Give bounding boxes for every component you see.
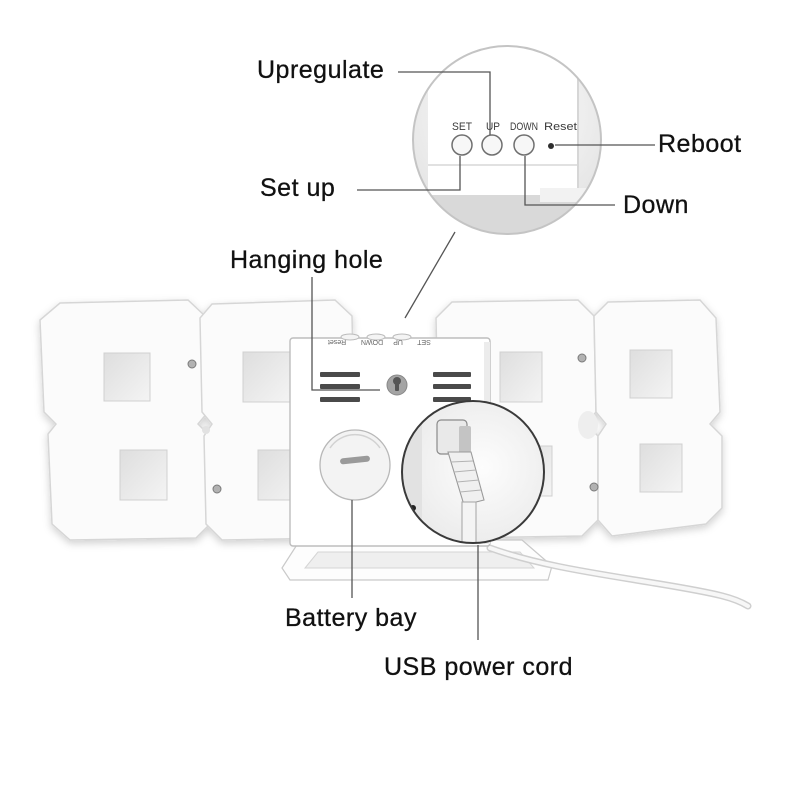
label-upregulate: Upregulate bbox=[257, 56, 385, 84]
digit-4 bbox=[593, 299, 723, 537]
vent-slot bbox=[433, 384, 471, 389]
screw bbox=[212, 484, 222, 494]
digit-window bbox=[639, 443, 683, 493]
digit-window bbox=[103, 352, 151, 402]
vent-slots bbox=[320, 372, 471, 402]
leader-lines bbox=[311, 71, 655, 640]
set-button bbox=[451, 134, 473, 156]
leader-line-hanging-hole bbox=[311, 277, 380, 391]
digit-window bbox=[242, 351, 292, 403]
leader-line-down bbox=[524, 156, 615, 206]
stand bbox=[281, 539, 553, 581]
zoom-label-reset: Reset bbox=[544, 121, 577, 133]
vent-slot bbox=[320, 384, 360, 389]
screw bbox=[187, 359, 197, 369]
leader-line-zoom-connector bbox=[404, 231, 456, 319]
vent-slot bbox=[320, 372, 360, 377]
top-button-bump bbox=[392, 333, 412, 341]
zoom-label-up: UP bbox=[486, 121, 500, 133]
digit-window bbox=[119, 449, 168, 501]
usb-plug bbox=[436, 419, 485, 543]
screw bbox=[589, 482, 599, 492]
print-set: SET bbox=[416, 338, 430, 345]
vent-slot bbox=[320, 397, 360, 402]
label-down: Down bbox=[623, 191, 689, 219]
zoom-circle-usb bbox=[401, 400, 545, 544]
leader-line-set-up bbox=[357, 156, 461, 191]
print-down: DOWN bbox=[361, 338, 383, 345]
surface-mark bbox=[202, 426, 210, 434]
print-up: UP bbox=[393, 338, 403, 345]
reset-pinhole bbox=[548, 143, 554, 149]
digit-window bbox=[629, 349, 673, 399]
back-panel-print: SET UP DOWN Reset bbox=[328, 338, 431, 345]
zoom-label-down: DOWN bbox=[510, 121, 538, 133]
print-reset: Reset bbox=[328, 338, 346, 345]
label-battery-bay: Battery bay bbox=[285, 604, 417, 632]
zoom-label-set: SET bbox=[452, 121, 472, 133]
top-button-bump bbox=[366, 333, 386, 341]
leader-line-upregulate bbox=[398, 71, 491, 135]
down-button bbox=[513, 134, 535, 156]
usb-cord bbox=[486, 544, 752, 610]
up-button bbox=[481, 134, 503, 156]
label-hanging-hole: Hanging hole bbox=[230, 246, 384, 274]
label-usb-power-cord: USB power cord bbox=[384, 653, 574, 681]
screw bbox=[577, 353, 587, 363]
zoom-circle-buttons: SET UP DOWN Reset bbox=[412, 45, 602, 235]
label-reboot: Reboot bbox=[658, 130, 742, 158]
vent-slot bbox=[433, 372, 471, 377]
digit-window bbox=[499, 351, 543, 403]
label-set-up: Set up bbox=[260, 174, 336, 202]
screws bbox=[187, 353, 599, 494]
digit-1 bbox=[39, 299, 213, 541]
battery-bay bbox=[319, 429, 391, 501]
hanging-hole bbox=[386, 374, 408, 396]
surface-mark bbox=[578, 411, 598, 439]
top-button-bump bbox=[340, 333, 360, 341]
vent-slot bbox=[433, 397, 471, 402]
